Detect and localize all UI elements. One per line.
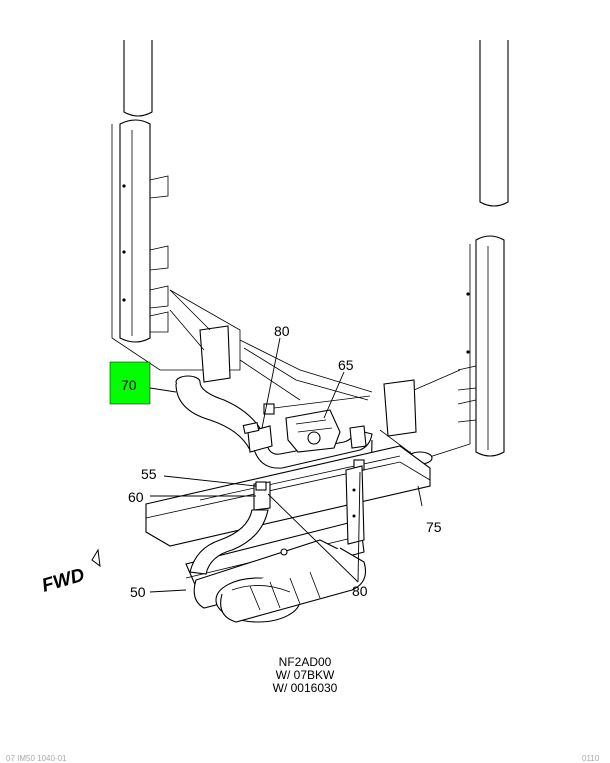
fwd-label: FWD [40, 565, 88, 597]
callout-50: 50 [130, 584, 146, 600]
left-heat-shield [111, 124, 241, 371]
leader-lines [149, 337, 423, 593]
clamp-upper [242, 421, 260, 435]
caption-line-3: W/ 0016030 [272, 681, 338, 695]
highlight-box-70 [109, 361, 151, 405]
center-module [285, 409, 341, 453]
left-stack-bracket [169, 289, 231, 383]
muffler [193, 539, 367, 623]
callout-75: 75 [426, 519, 442, 535]
callout-80-top: 80 [274, 323, 290, 339]
forward-direction-indicator: FWD [40, 548, 101, 597]
right-stack-bracket [383, 369, 461, 437]
callout-80-bottom: 80 [352, 583, 368, 599]
clamp-lower [255, 481, 267, 491]
center-support-rods [239, 339, 373, 415]
caption-line-1: NF2AD00 [278, 655, 332, 669]
left-stack-pipe [119, 40, 169, 343]
footer-right-code: 0110 [582, 754, 600, 763]
callout-70: 70 [121, 377, 137, 393]
callout-55: 55 [141, 466, 157, 482]
footer-left-code: 07 IM50 1040-01 [6, 754, 67, 763]
frame-side-plate [345, 465, 365, 545]
right-heat-shield [379, 244, 471, 461]
callout-65: 65 [338, 357, 354, 373]
caption-line-2: W/ 07BKW [275, 668, 335, 682]
diagram-caption: NF2AD00 W/ 07BKW W/ 0016030 [0, 656, 610, 695]
right-stack-pipe [457, 40, 509, 457]
callout-60: 60 [128, 489, 144, 505]
forward-arrow-icon [91, 548, 101, 568]
